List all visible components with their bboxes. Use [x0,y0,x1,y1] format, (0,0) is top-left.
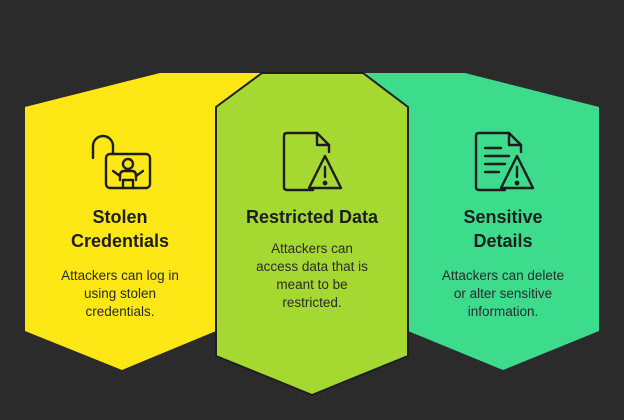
title-line: Credentials [70,231,170,251]
description-line: Attackers can log in [61,268,179,283]
description-line: restricted. [282,295,342,310]
description-line: credentials. [85,304,155,319]
title-line: Restricted Data [245,207,379,227]
card-stolen-credentials-title: Stolen Credentials [30,205,210,253]
description-line: or alter sensitive [453,286,553,301]
title-line: Details [473,231,533,251]
text-document-warning-icon [474,131,535,192]
card-sensitive-details-shape [363,73,599,370]
card-restricted-data-description: Attackers can access data that is meant … [221,240,403,312]
card-restricted-data-title: Restricted Data [221,205,403,229]
title-line: Stolen [92,207,148,227]
description-line: using stolen [83,286,157,301]
description-line: information. [467,304,539,319]
card-restricted-data-shape [215,72,409,396]
card-sensitive-details-title: Sensitive Details [413,205,593,253]
description-line: Attackers can [271,241,353,256]
description-line: access data that is [256,259,368,274]
title-line: Sensitive [463,207,543,227]
document-warning-icon [282,131,343,192]
card-sensitive-details-description: Attackers can delete or alter sensitive … [413,267,593,321]
description-line: Attackers can delete [441,268,565,283]
description-line: meant to be [276,277,348,292]
unlocked-padlock-person-icon [91,134,152,190]
card-stolen-credentials-description: Attackers can log in using stolen creden… [30,267,210,321]
card-stolen-credentials-shape [25,73,262,370]
